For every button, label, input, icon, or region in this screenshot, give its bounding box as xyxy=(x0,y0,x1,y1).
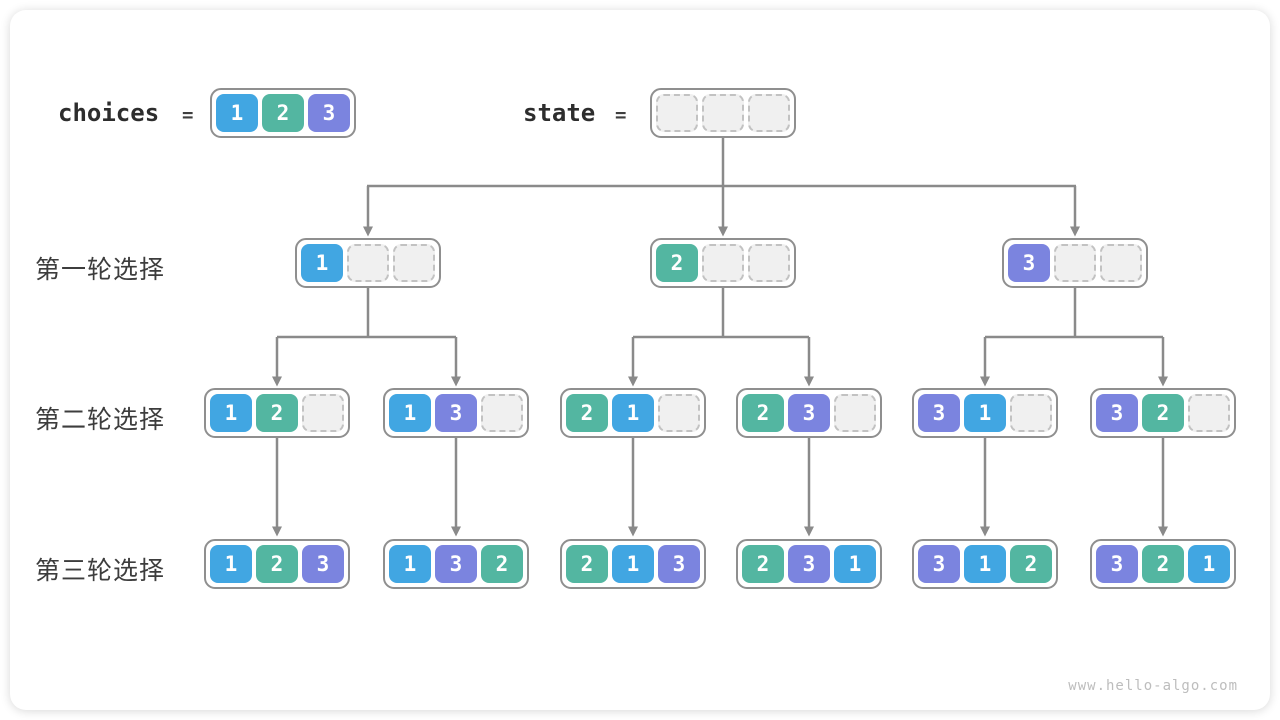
tree-node-r2-6: 3 2 xyxy=(1090,388,1236,438)
array-cell: 1 xyxy=(834,545,876,583)
watermark: www.hello-algo.com xyxy=(1068,678,1238,694)
array-cell: 3 xyxy=(1096,545,1138,583)
array-cell: 2 xyxy=(256,545,298,583)
state-array xyxy=(650,88,796,138)
tree-node-r1-1: 1 xyxy=(295,238,441,288)
array-cell: 2 xyxy=(566,545,608,583)
tree-node-r3-6: 3 2 1 xyxy=(1090,539,1236,589)
array-cell xyxy=(658,394,700,432)
tree-node-r3-3: 2 1 3 xyxy=(560,539,706,589)
tree-node-r1-3: 3 xyxy=(1002,238,1148,288)
array-cell: 3 xyxy=(918,545,960,583)
array-cell xyxy=(393,244,435,282)
array-cell: 2 xyxy=(1142,545,1184,583)
array-cell: 1 xyxy=(216,94,258,132)
array-cell: 1 xyxy=(389,394,431,432)
array-cell xyxy=(702,244,744,282)
array-cell: 3 xyxy=(918,394,960,432)
array-cell: 1 xyxy=(210,394,252,432)
tree-node-r2-1: 1 2 xyxy=(204,388,350,438)
array-cell: 3 xyxy=(658,545,700,583)
array-cell: 1 xyxy=(964,545,1006,583)
equals-sign: = xyxy=(615,104,627,126)
array-cell xyxy=(1188,394,1230,432)
array-cell: 1 xyxy=(301,244,343,282)
array-cell xyxy=(656,94,698,132)
equals-sign: = xyxy=(182,104,194,126)
array-cell: 3 xyxy=(302,545,344,583)
round-3-label: 第三轮选择 xyxy=(35,557,166,585)
array-cell: 2 xyxy=(1142,394,1184,432)
array-cell xyxy=(481,394,523,432)
tree-node-r3-1: 1 2 3 xyxy=(204,539,350,589)
state-label: state xyxy=(523,99,596,127)
array-cell xyxy=(1054,244,1096,282)
array-cell: 2 xyxy=(481,545,523,583)
round-1-label: 第一轮选择 xyxy=(35,256,166,284)
array-cell: 1 xyxy=(964,394,1006,432)
array-cell xyxy=(347,244,389,282)
array-cell: 2 xyxy=(262,94,304,132)
tree-node-r1-2: 2 xyxy=(650,238,796,288)
array-cell: 1 xyxy=(1188,545,1230,583)
array-cell: 2 xyxy=(742,545,784,583)
array-cell xyxy=(748,244,790,282)
tree-node-r2-4: 2 3 xyxy=(736,388,882,438)
array-cell: 3 xyxy=(788,394,830,432)
choices-label: choices xyxy=(58,99,160,127)
array-cell xyxy=(834,394,876,432)
array-cell: 2 xyxy=(656,244,698,282)
array-cell: 3 xyxy=(308,94,350,132)
tree-node-r2-2: 1 3 xyxy=(383,388,529,438)
array-cell: 2 xyxy=(566,394,608,432)
tree-node-r2-3: 2 1 xyxy=(560,388,706,438)
array-cell: 1 xyxy=(612,394,654,432)
array-cell xyxy=(702,94,744,132)
connector-arrows xyxy=(272,138,1168,537)
choices-array: 1 2 3 xyxy=(210,88,356,138)
array-cell: 2 xyxy=(1010,545,1052,583)
array-cell: 2 xyxy=(742,394,784,432)
array-cell: 1 xyxy=(210,545,252,583)
array-cell: 2 xyxy=(256,394,298,432)
array-cell: 3 xyxy=(1096,394,1138,432)
tree-node-r3-2: 1 3 2 xyxy=(383,539,529,589)
tree-node-r3-5: 3 1 2 xyxy=(912,539,1058,589)
array-cell: 3 xyxy=(1008,244,1050,282)
round-2-label: 第二轮选择 xyxy=(35,406,166,434)
array-cell xyxy=(1010,394,1052,432)
array-cell: 3 xyxy=(435,394,477,432)
array-cell: 3 xyxy=(435,545,477,583)
array-cell xyxy=(748,94,790,132)
array-cell xyxy=(1100,244,1142,282)
tree-node-r3-4: 2 3 1 xyxy=(736,539,882,589)
canvas-card: choices = 1 2 3 state = 第一轮选择 第二轮选择 第三轮选… xyxy=(10,10,1270,710)
array-cell: 1 xyxy=(612,545,654,583)
array-cell: 1 xyxy=(389,545,431,583)
array-cell: 3 xyxy=(788,545,830,583)
array-cell xyxy=(302,394,344,432)
tree-node-r2-5: 3 1 xyxy=(912,388,1058,438)
